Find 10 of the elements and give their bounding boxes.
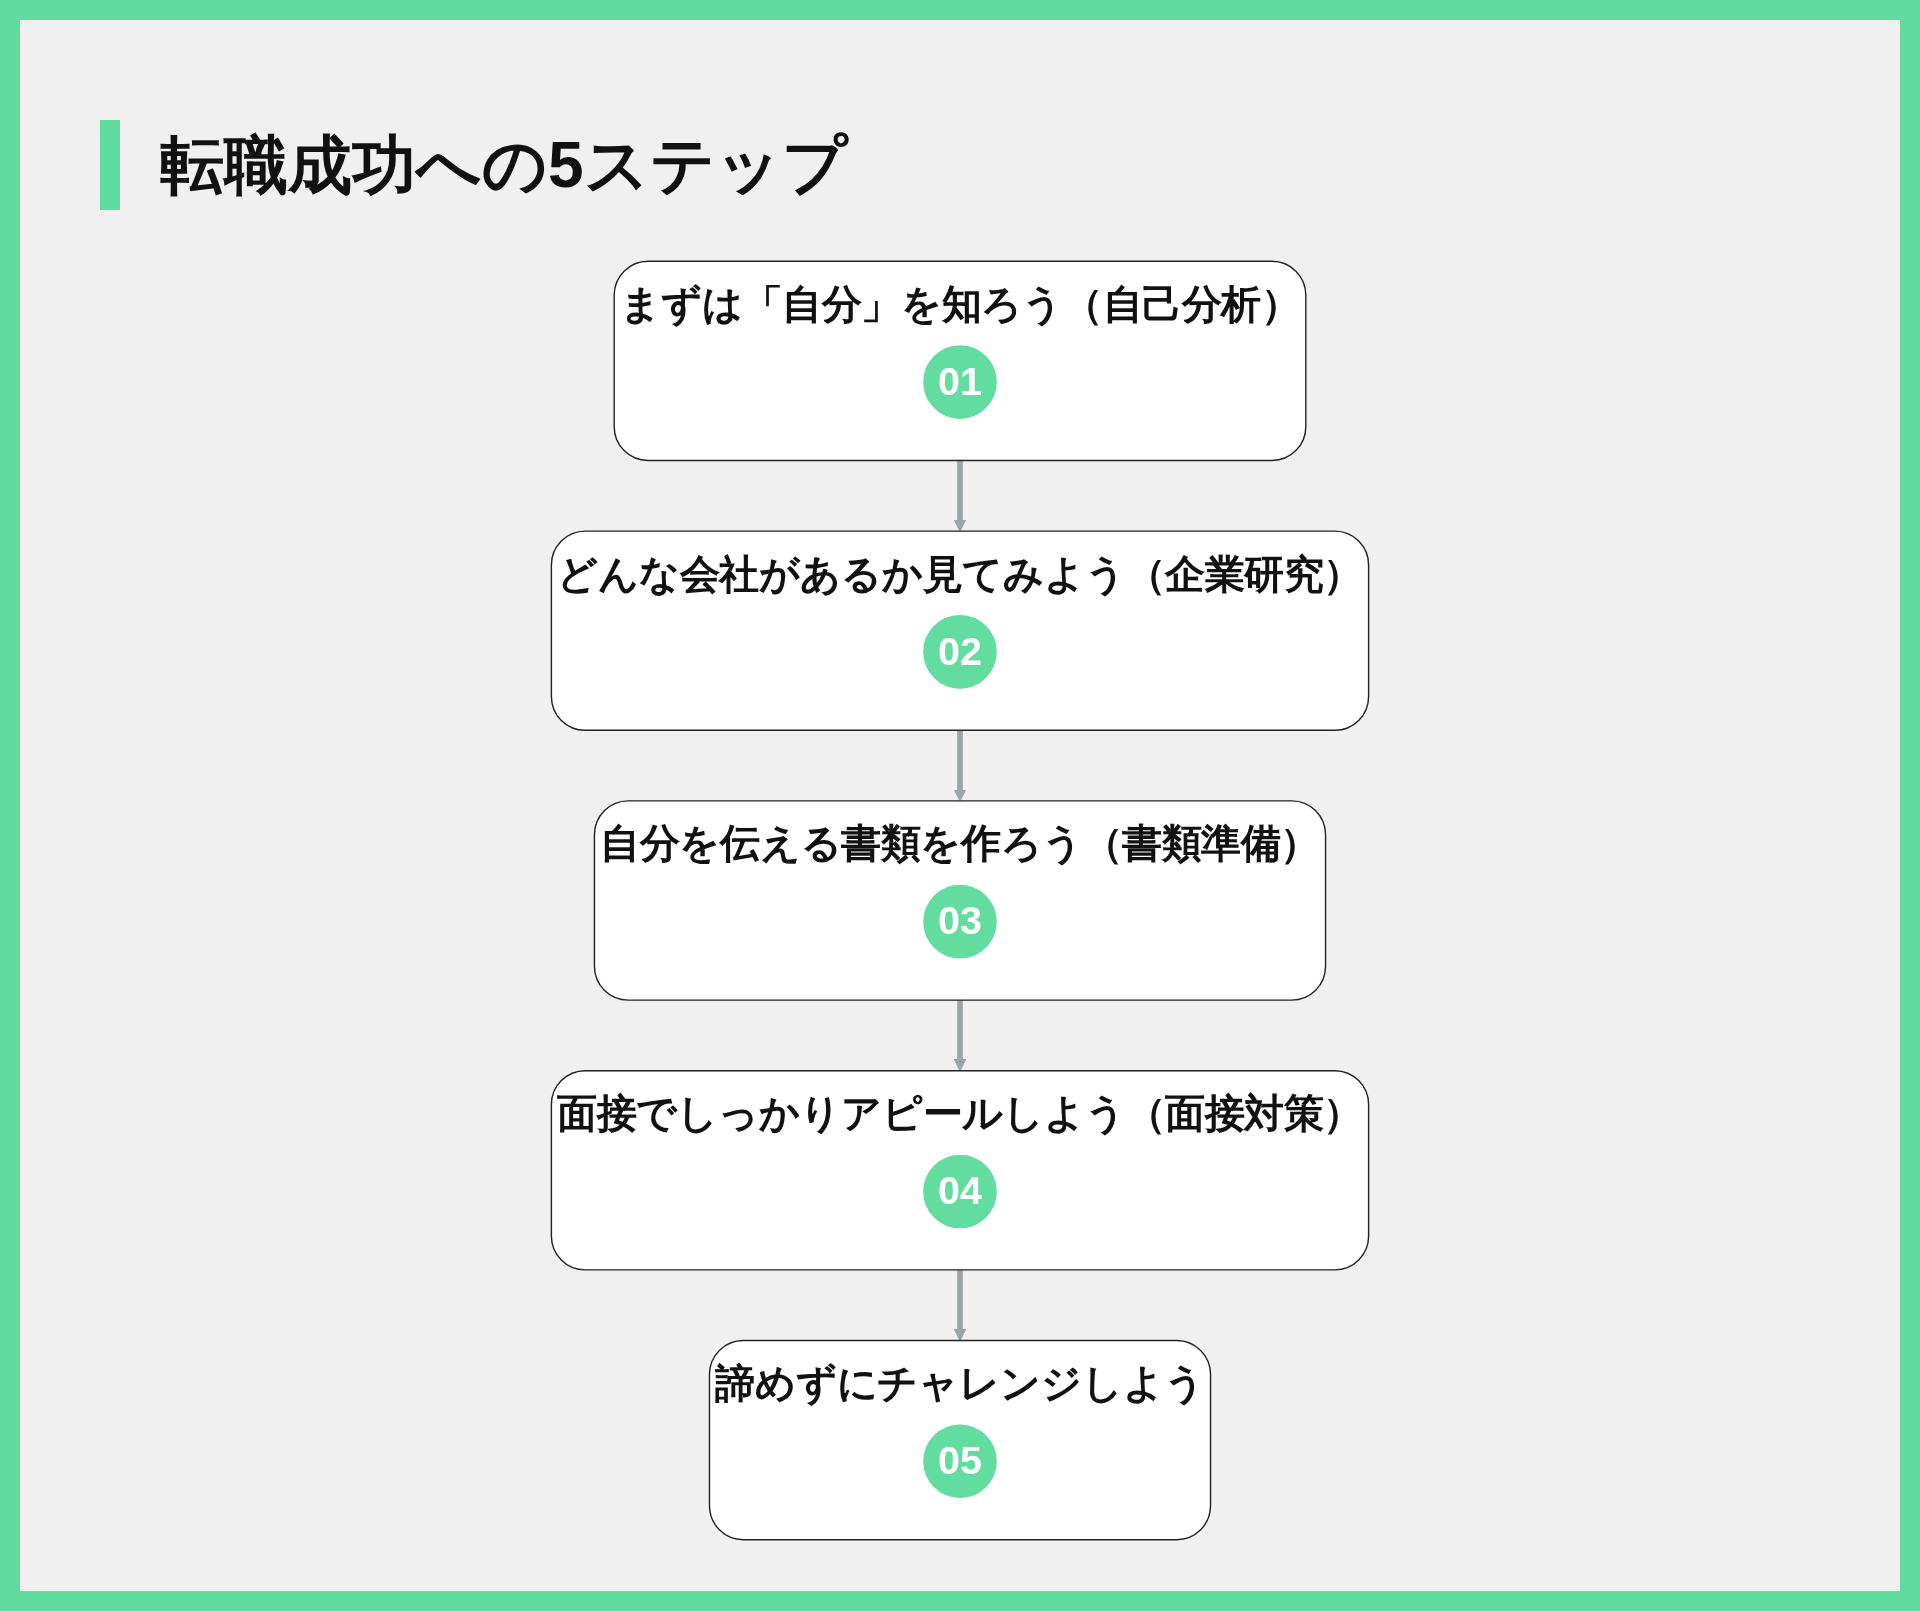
title: 転職成功への5ステップ	[100, 120, 848, 210]
node-circle: 01	[923, 345, 997, 419]
node-circle: 04	[923, 1154, 997, 1229]
node-circle: 03	[923, 884, 997, 959]
node-circle: 02	[923, 615, 997, 689]
arrow	[953, 1000, 967, 1072]
arrow	[953, 460, 967, 532]
node-circle: 05	[923, 1424, 997, 1499]
arrow	[953, 730, 967, 802]
arrow	[953, 1269, 967, 1342]
